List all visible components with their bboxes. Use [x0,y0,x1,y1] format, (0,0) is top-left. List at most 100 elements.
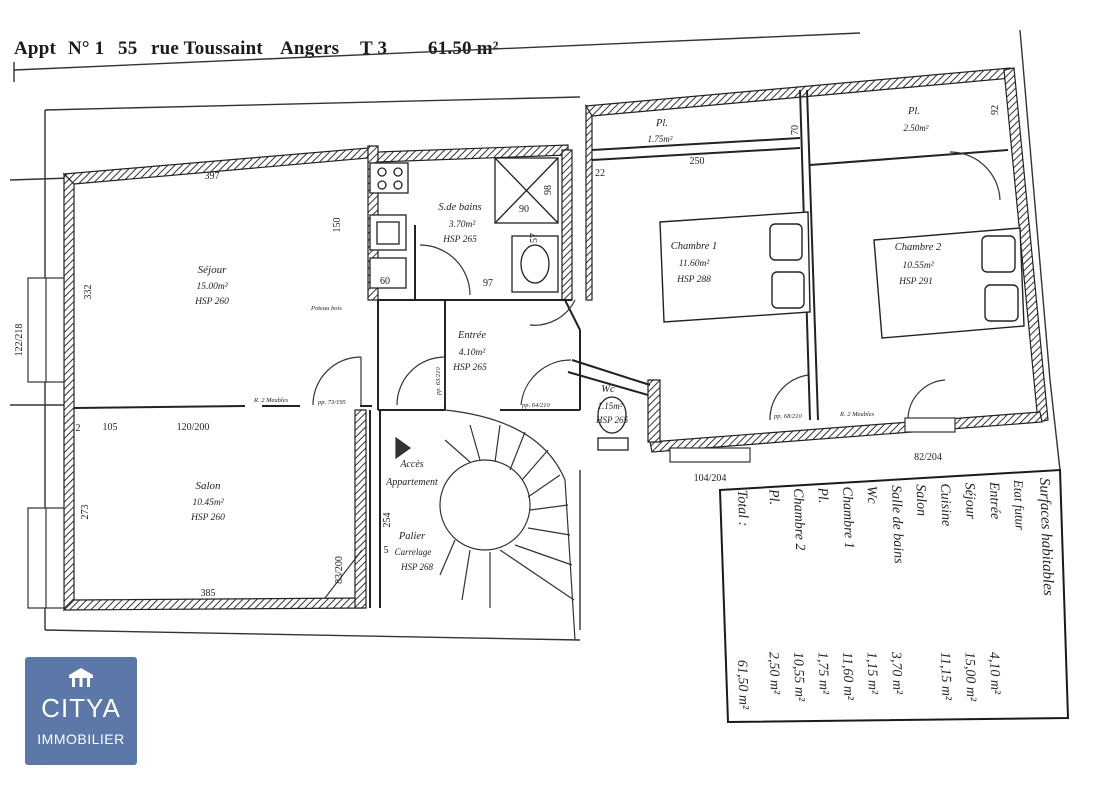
surfaces-table [718,468,1070,724]
wc-hsp: HSP 265 [595,415,629,425]
surface-row-label: Séjour [962,482,978,520]
beds [659,211,1025,339]
surface-row-label: Chambre 1 [839,486,856,549]
chambre2-hsp: HSP 291 [898,277,933,287]
sdb-hsp: HSP 265 [442,235,477,245]
kitchen-hob [369,162,409,194]
surface-row-label: Wc [864,486,880,505]
chambre2-name: Chambre 2 [895,242,942,253]
windows [27,277,956,609]
dim-385: 385 [201,588,216,599]
chambre1-hsp: HSP 288 [676,275,711,285]
sejour-name: Séjour [198,264,227,276]
dim-70: 70 [790,125,801,135]
entree-name: Entrée [457,330,486,341]
fixtures [369,157,629,451]
dim-104-204: 104/204 [694,473,727,484]
header-city: Angers [280,38,340,59]
stair-core [439,459,531,551]
dim-92: 92 [990,105,1001,115]
surface-row-value: 11,15 m² [937,652,954,702]
wc-name: Wc [601,384,615,395]
stairwell [395,409,576,641]
acces-line2: Appartement [385,477,438,488]
pl1-name: Pl. [655,118,668,129]
note-r2-chambre: R. 2 Meubles [839,411,875,418]
acces-line1: Accès [399,459,423,470]
pl2-name: Pl. [907,106,920,117]
header-number: N° 1 [68,38,105,59]
context-lines [9,29,1061,641]
surface-row-value: 1,75 m² [815,652,831,696]
header-appt: Appt [14,38,56,59]
surface-row-value: 1,15 m² [864,652,880,696]
dimension-labels: 397 332 150 105 120/200 273 385 83/200 2… [14,105,1001,599]
surface-row-label: Cuisine [937,483,953,526]
dim-90: 90 [519,204,529,215]
dim-122-218: 122/218 [14,324,25,357]
walls [62,67,1049,611]
toilet [597,396,627,434]
logo-brand: CITYA [41,693,121,723]
dim-83-200: 83/200 [334,556,345,584]
wc-area: 1.15m² [598,401,623,411]
chambre1-name: Chambre 1 [671,241,718,252]
dim-98: 98 [543,185,554,195]
surfaces-rows: Entrée 4,10 m² Séjour 15,00 m² Cuisine 11,15 … [765,481,1002,703]
dim-60: 60 [380,276,390,287]
surface-row-label: Pl. [814,486,830,503]
note-pp-sejour: pp. 73/195 [317,399,347,406]
surface-row-label: Salon [913,484,929,516]
note-poteau: Poteau bois [310,305,342,312]
pl1-area: 1.75m² [648,134,673,144]
room-labels: Séjour 15.00m² HSP 260 Salon 10.45m² HSP… [190,106,942,572]
dim-2: 2 [76,423,81,434]
salon-name: Salon [195,480,221,492]
sejour-area: 15.00m² [196,282,227,292]
surface-row-value: 2,50 m² [766,652,782,696]
dim-97: 97 [483,278,493,289]
dim-397: 397 [205,171,220,182]
surface-row-label: Salle de bains [888,485,906,565]
header-street: rue Toussaint [151,38,263,59]
salon-hsp: HSP 260 [190,513,225,523]
entree-hsp: HSP 265 [452,363,487,373]
surface-row-value: 4,10 m² [986,652,1002,696]
header-street-no: 55 [118,38,138,59]
chambre2-area: 10.55m² [902,261,933,271]
note-pp-wc: pp. 64/210 [521,402,551,409]
surfaces-total-label: Total : [734,490,750,527]
dim-150: 150 [332,218,343,233]
surface-row-label: Pl. [765,488,781,505]
header-area: 61.50 m² [428,38,499,59]
sdb-area: 3.70m² [448,220,475,230]
surface-row-label: Chambre 2 [790,488,807,551]
note-r2-salon: R. 2 Meubles [253,397,289,404]
sdb-name: S.de bains [438,202,481,213]
citya-logo: CITYA IMMOBILIER [25,657,137,765]
dim-254: 254 [382,513,393,528]
dim-332: 332 [83,285,94,300]
surfaces-total: Total : 61,50 m² [734,490,751,711]
door-swings [312,151,1001,599]
dim-22: 22 [595,168,605,179]
note-pp-entree: pp. 63/210 [435,366,442,396]
dim-105: 105 [103,422,118,433]
note-pp-chambre1: pp. 68/210 [773,413,803,420]
chambre1-area: 11.60m² [679,259,710,269]
surfaces-subtitle: Etat futur [1011,479,1028,532]
dim-82-204: 82/204 [914,452,942,463]
salon-area: 10.45m² [192,498,223,508]
sejour-hsp: HSP 260 [194,297,229,307]
surface-row-value: 3,70 m² [888,651,905,696]
logo-sub: IMMOBILIER [37,731,125,747]
palier-hsp: HSP 268 [400,562,434,572]
surface-row-label: Entrée [986,481,1002,520]
logo-mark-icon [69,668,93,687]
surfaces-total-value: 61,50 m² [734,660,751,711]
pl2-area: 2.50m² [904,123,929,133]
surface-row-value: 15,00 m² [962,652,979,703]
palier-sub: Carrelage [395,547,432,557]
entree-area: 4.10m² [459,348,485,358]
